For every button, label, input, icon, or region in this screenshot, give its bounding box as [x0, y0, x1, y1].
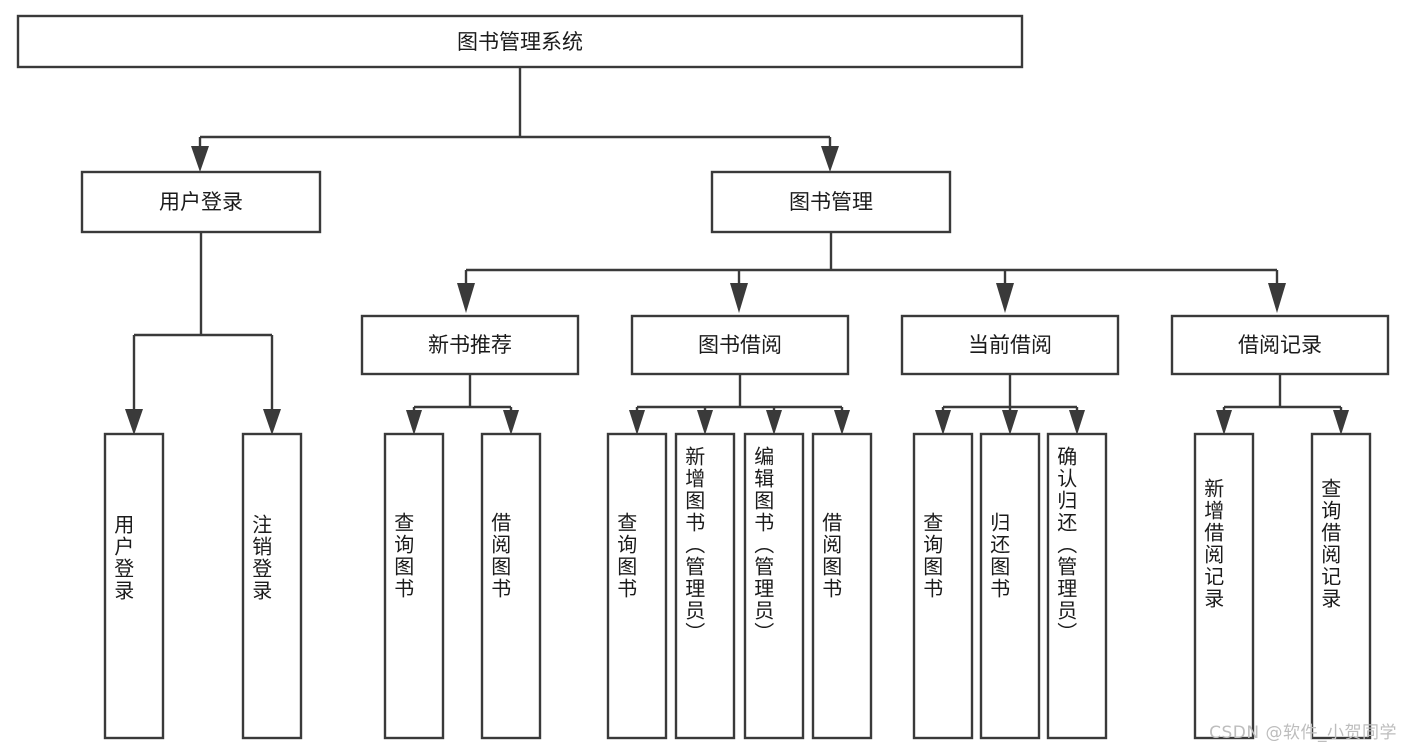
- leaf-box-add-book-admin[interactable]: [674, 432, 736, 740]
- node-borrow-record-label: 借阅记录: [1238, 333, 1322, 357]
- node-book-borrow[interactable]: 图书借阅: [630, 314, 850, 376]
- arrow-down-icon: [1216, 410, 1232, 435]
- arrow-down-icon: [834, 410, 850, 435]
- leaf-box-query-book-recommend[interactable]: [383, 432, 445, 740]
- leaf-box-query-borrow-record[interactable]: [1310, 432, 1372, 740]
- arrow-down-icon: [1333, 410, 1349, 435]
- connector-current-borrow-to-leaves: [935, 374, 1085, 435]
- connector-user-login-to-leaves: [125, 232, 281, 435]
- leaf-box-return-book[interactable]: [979, 432, 1041, 740]
- node-current-borrow-box[interactable]: [900, 314, 1120, 376]
- arrow-down-icon: [629, 410, 645, 435]
- connector-new-book-recommend-to-leaves: [406, 374, 519, 435]
- connector-book-borrow-to-leaves: [629, 374, 850, 435]
- leaf-box-borrow-book[interactable]: [811, 432, 873, 740]
- leaf-box-user-login[interactable]: [103, 432, 165, 740]
- node-book-management[interactable]: 图书管理: [710, 170, 952, 234]
- node-user-login-label: 用户登录: [159, 190, 243, 214]
- node-new-book-recommend-label: 新书推荐: [428, 333, 512, 357]
- arrow-down-icon: [457, 283, 475, 313]
- node-current-borrow[interactable]: 当前借阅: [900, 314, 1120, 376]
- leaf-box-borrow-book-recommend[interactable]: [480, 432, 542, 740]
- arrow-down-icon: [191, 146, 209, 172]
- leaf-box-query-book-borrow[interactable]: [606, 432, 668, 740]
- leaf-box-logout[interactable]: [241, 432, 303, 740]
- arrow-down-icon: [263, 409, 281, 435]
- leaf-box-add-borrow-record[interactable]: [1193, 432, 1255, 740]
- arrow-down-icon: [697, 410, 713, 435]
- arrow-down-icon: [125, 409, 143, 435]
- arrow-down-icon: [996, 283, 1014, 313]
- node-borrow-record[interactable]: 借阅记录: [1170, 314, 1390, 376]
- leaf-box-edit-book-admin[interactable]: [743, 432, 805, 740]
- arrow-down-icon: [1268, 283, 1286, 313]
- node-root-box[interactable]: [16, 14, 1024, 69]
- leaf-box-query-book-current[interactable]: [912, 432, 974, 740]
- node-root-label: 图书管理系统: [457, 30, 583, 54]
- leaf-box-confirm-return-admin[interactable]: [1046, 432, 1108, 740]
- node-book-borrow-label: 图书借阅: [698, 333, 782, 357]
- node-root[interactable]: 图书管理系统: [16, 14, 1024, 69]
- node-new-book-recommend-box[interactable]: [360, 314, 580, 376]
- arrow-down-icon: [935, 410, 951, 435]
- watermark-text: CSDN @软件_小贺同学: [1209, 723, 1397, 743]
- connector-book-management-to-level3: [457, 232, 1286, 313]
- connector-borrow-record-to-leaves: [1216, 374, 1349, 435]
- arrow-down-icon: [1069, 410, 1085, 435]
- arrow-down-icon: [406, 410, 422, 435]
- arrow-down-icon: [821, 146, 839, 172]
- node-user-login[interactable]: 用户登录: [80, 170, 322, 234]
- arrow-down-icon: [766, 410, 782, 435]
- node-user-login-box[interactable]: [80, 170, 322, 234]
- node-current-borrow-label: 当前借阅: [968, 333, 1052, 357]
- arrow-down-icon: [730, 283, 748, 313]
- arrow-down-icon: [1002, 410, 1018, 435]
- node-new-book-recommend[interactable]: 新书推荐: [360, 314, 580, 376]
- node-book-management-label: 图书管理: [789, 190, 873, 214]
- arrow-down-icon: [503, 410, 519, 435]
- connector-root-to-level2: [191, 67, 839, 172]
